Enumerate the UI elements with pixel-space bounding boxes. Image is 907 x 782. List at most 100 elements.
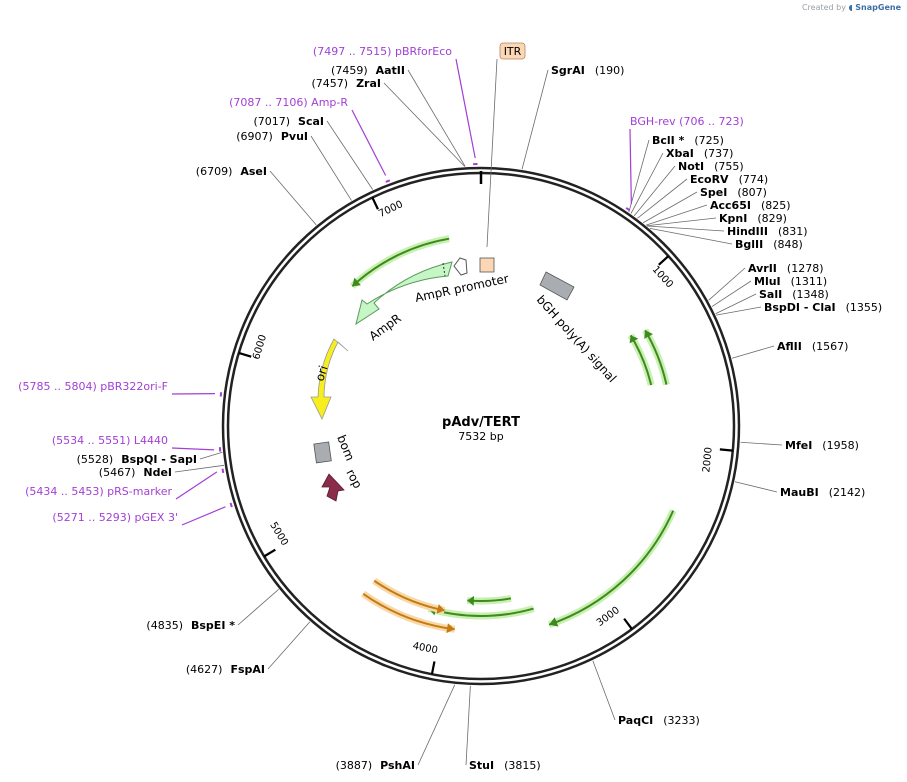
site-position: (5467) [99, 466, 136, 479]
ampr-arrow[interactable] [355, 261, 453, 326]
restriction-site[interactable]: Acc65I(825) [710, 199, 791, 212]
rop-arrow[interactable] [321, 473, 345, 502]
itr-tag [499, 42, 526, 60]
site-name: MfeI [785, 439, 812, 452]
restriction-site[interactable]: MauBI (2142) [780, 486, 865, 499]
orf-arcs [349, 235, 677, 634]
ori-arrow[interactable] [310, 338, 349, 420]
restriction-site[interactable]: StuI(3815) [469, 759, 541, 772]
restriction-site[interactable]: BglII(848) [735, 238, 803, 251]
site-leader [646, 217, 717, 227]
primer-label[interactable]: (5534 .. 5551) L4440 [52, 434, 168, 447]
site-leader [647, 225, 725, 232]
primer-leader [171, 447, 215, 451]
restriction-site[interactable]: (4835)BspEI * [146, 619, 235, 632]
site-name: PaqCI [618, 714, 653, 727]
site-name: XbaI [666, 147, 694, 160]
site-position: (807) [737, 186, 767, 199]
restriction-site[interactable]: MluI(1311) [754, 275, 827, 288]
primer-label[interactable]: (5785 .. 5804) pBR322ori-F [18, 380, 168, 393]
plasmid-size: 7532 bp [458, 430, 503, 443]
orf-arrowhead [436, 604, 445, 614]
restriction-site[interactable]: AvrII(1278) [748, 262, 823, 275]
restriction-site[interactable]: BclI *(725) [652, 134, 724, 147]
site-leader [649, 227, 733, 245]
site-position: (825) [761, 199, 791, 212]
ruler-tick [719, 448, 733, 452]
site-position: (2142) [829, 486, 866, 499]
backbone-outer [221, 166, 741, 686]
orf-arc[interactable] [548, 510, 675, 626]
orf-arc[interactable] [362, 592, 455, 631]
ruler-tick [658, 255, 670, 266]
restriction-site[interactable]: SalI(1348) [759, 288, 829, 301]
primer-label[interactable]: (5271 .. 5293) pGEX 3' [52, 511, 178, 524]
itr-label: ITR [504, 45, 522, 58]
ruler-label: 7000 [377, 199, 405, 220]
restriction-site[interactable]: SgrAI(190) [551, 64, 624, 77]
site-leader [734, 481, 778, 493]
restriction-site[interactable]: KpnI(829) [719, 212, 787, 225]
ampr-promoter-arrow[interactable] [453, 257, 468, 276]
site-position: (3233) [663, 714, 700, 727]
site-name: MauBI [780, 486, 819, 499]
snapgene-logo-icon: ◖ [848, 3, 853, 12]
site-name: MluI [754, 275, 781, 288]
rop-label: rop [343, 467, 365, 491]
site-name: NdeI [143, 466, 172, 479]
site-name: NotI [678, 160, 704, 173]
restriction-site[interactable]: (3887)PshAI [336, 759, 415, 772]
restriction-site[interactable]: (7459)AatII [331, 64, 405, 77]
site-position: (7459) [331, 64, 368, 77]
site-name: BspDI - ClaI [764, 301, 836, 314]
orf-arc[interactable] [351, 237, 450, 287]
site-leader [326, 120, 374, 190]
primer-label[interactable]: (5434 .. 5453) pRS-marker [25, 485, 172, 498]
restriction-site[interactable]: NotI (755) [678, 160, 744, 173]
restriction-site[interactable]: MfeI(1958) [785, 439, 859, 452]
restriction-site[interactable]: PaqCI (3233) [618, 714, 700, 727]
restriction-site[interactable]: (5467) NdeI [99, 466, 172, 479]
ruler-tick [623, 617, 633, 630]
primer-leader [629, 128, 632, 205]
restriction-site[interactable]: AflII(1567) [777, 340, 848, 353]
ruler-tick [430, 661, 436, 675]
primer-mark [385, 179, 391, 183]
primer-mark [625, 207, 631, 212]
site-position: (848) [773, 238, 803, 251]
restriction-site[interactable]: BspDI - ClaI(1355) [764, 301, 882, 314]
orf-glow [349, 235, 450, 289]
itr-box[interactable] [479, 257, 495, 273]
site-name: AflII [777, 340, 802, 353]
restriction-site[interactable]: HindIII(831) [727, 225, 808, 238]
site-position: (1278) [787, 262, 824, 275]
site-name: HindIII [727, 225, 768, 238]
primer-label[interactable]: BGH-rev (706 .. 723) [630, 115, 744, 128]
site-position: (737) [704, 147, 734, 160]
restriction-site[interactable]: (4627)FspAI [186, 663, 265, 676]
site-leader [711, 280, 752, 307]
bgh-polya-box[interactable] [539, 271, 575, 301]
restriction-site[interactable]: (6907)PvuI [236, 130, 308, 143]
restriction-site[interactable]: (6709)AseI [196, 165, 267, 178]
primer-leader [455, 58, 476, 159]
restriction-site[interactable]: (5528)BspQI - SapI [77, 453, 197, 466]
bom-box[interactable] [313, 441, 332, 464]
site-leader [646, 204, 708, 226]
site-name: PshAI [380, 759, 415, 772]
site-leader [417, 684, 456, 766]
restriction-site[interactable]: EcoRV(774) [690, 173, 768, 186]
site-position: (755) [714, 160, 744, 173]
primer-mark [219, 392, 223, 397]
restriction-site[interactable]: (7017)ScaI [253, 115, 324, 128]
restriction-site[interactable]: (7457)ZraI [312, 77, 382, 90]
site-leader [592, 660, 616, 721]
restriction-site[interactable]: SpeI(807) [700, 186, 767, 199]
orf-arrowhead [549, 617, 559, 627]
primer-label[interactable]: (7087 .. 7106) Amp-R [229, 96, 348, 109]
site-leader [269, 170, 317, 226]
restriction-sites: SgrAI(190) BclI *(725)XbaI (737)NotI (755)E… [77, 64, 883, 772]
primer-label[interactable]: (7497 .. 7515) pBRforEco [313, 45, 452, 58]
credit-prefix: Created by [801, 3, 846, 12]
restriction-site[interactable]: XbaI (737) [666, 147, 733, 160]
